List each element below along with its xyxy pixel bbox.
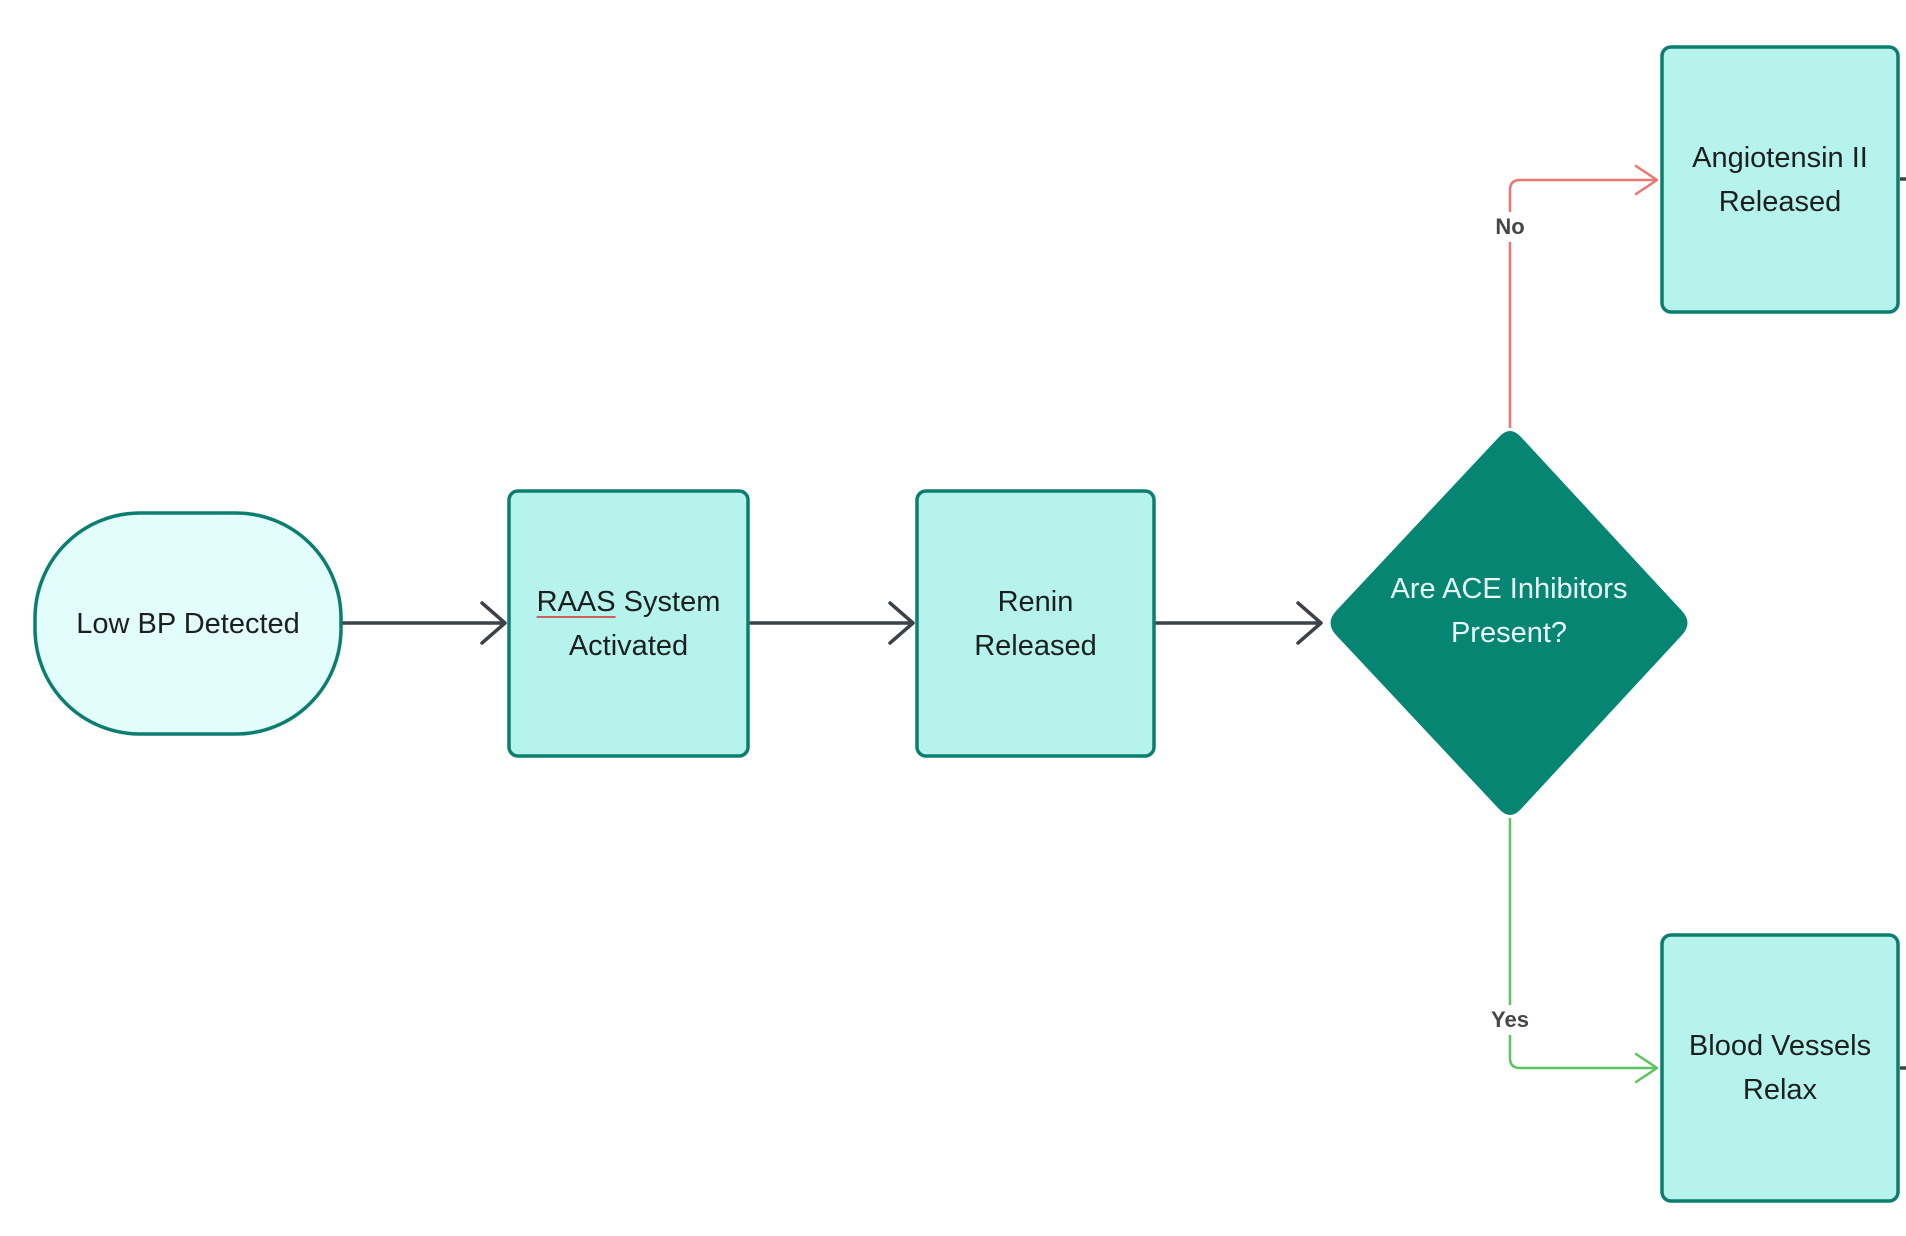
edge-decision-to-angiotensin-no[interactable] xyxy=(1508,164,1659,428)
edge-start-to-raas[interactable] xyxy=(342,601,507,645)
edge-renin-to-decision[interactable] xyxy=(1154,601,1323,645)
label-line: Released xyxy=(974,629,1097,662)
node-raas-shape[interactable] xyxy=(507,489,750,758)
node-decision-label: Are ACE Inhibitors Present? xyxy=(1325,425,1693,821)
label-line: Present? xyxy=(1450,617,1568,649)
label-line: Blood Vessels xyxy=(1688,1030,1872,1062)
node-angiotensin-shape[interactable] xyxy=(1660,45,1900,314)
node-raas-label: RAAS System Activated xyxy=(509,491,748,756)
node-angiotensin-label: Angiotensin II Released xyxy=(1662,47,1898,312)
node-decision-shape[interactable] xyxy=(1330,431,1688,815)
label-rest: System xyxy=(615,585,721,618)
label-line: Angiotensin II xyxy=(1692,141,1868,174)
edge-label-yes: Yes xyxy=(1491,1005,1529,1035)
spellcheck-word[interactable]: RAAS xyxy=(536,585,616,618)
edge-label-no: No xyxy=(1495,212,1525,242)
label-line: Released xyxy=(1718,185,1842,218)
label-line: Activated xyxy=(568,629,689,662)
label-line: Relax xyxy=(1742,1074,1818,1106)
edge-raas-to-renin[interactable] xyxy=(748,601,915,645)
edge-decision-to-vessels-yes[interactable] xyxy=(1508,818,1659,1084)
label-line: Low BP Detected xyxy=(76,607,300,640)
label-line: RAAS System xyxy=(537,580,721,624)
label-line: Are ACE Inhibitors xyxy=(1390,573,1628,605)
node-vessels-label: Blood Vessels Relax xyxy=(1662,935,1898,1201)
node-vessels-shape[interactable] xyxy=(1660,933,1900,1203)
label-line: Renin xyxy=(997,585,1074,618)
node-renin-label: Renin Released xyxy=(917,491,1154,756)
node-start-shape[interactable] xyxy=(33,511,343,736)
node-renin-shape[interactable] xyxy=(915,489,1156,758)
node-start-label: Low BP Detected xyxy=(35,513,341,734)
